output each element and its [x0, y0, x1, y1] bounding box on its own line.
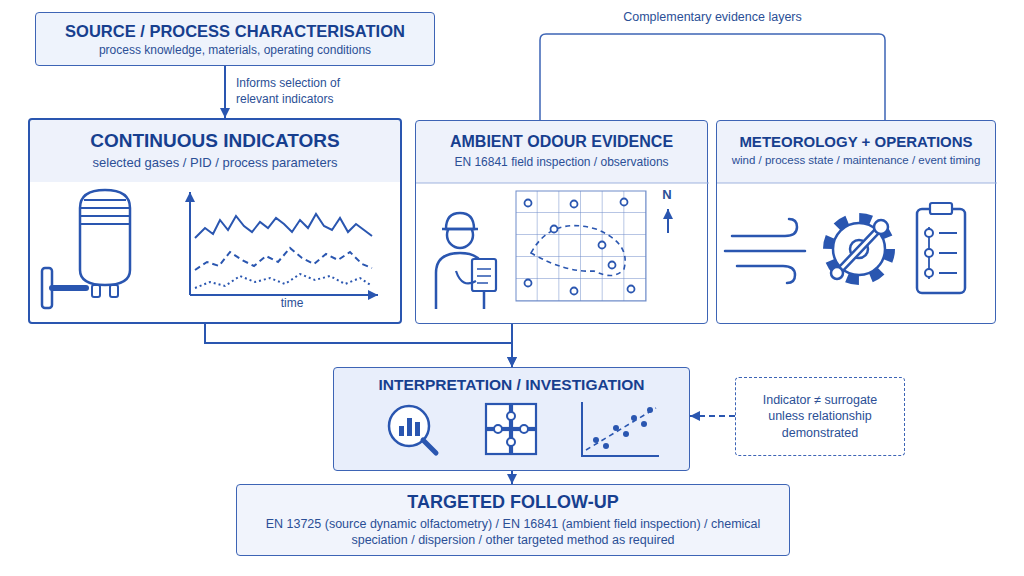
box-subtitle: EN 16841 field inspection / observations — [454, 155, 668, 169]
box-title: METEOROLOGY + OPERATIONS — [739, 133, 972, 150]
evidence-panel: AMBIENT ODOUR EVIDENCE EN 16841 field ins… — [415, 120, 708, 324]
meteorology-illustration — [717, 121, 997, 319]
axis-label: time — [262, 296, 322, 310]
flow-arrow — [224, 66, 226, 118]
process-box: INTERPRETATION / INVESTIGATION — [333, 367, 690, 471]
box-title: INTERPRETATION / INVESTIGATION — [378, 376, 644, 394]
box-title: AMBIENT ODOUR EVIDENCE — [450, 133, 673, 151]
box-subtitle: process knowledge, materials, operating … — [99, 43, 371, 57]
box-subtitle: wind / process state / maintenance / eve… — [732, 154, 981, 166]
box-title: TARGETED FOLLOW-UP — [407, 492, 618, 513]
process-box: TARGETED FOLLOW-UP EN 13725 (source dynam… — [236, 484, 790, 556]
odour-illustration — [416, 121, 709, 319]
flow-arrow — [205, 324, 512, 367]
box-subtitle: selected gases / PID / process parameter… — [93, 155, 338, 170]
indicator-panel: CONTINUOUS INDICATORS selected gases / PI… — [28, 118, 402, 324]
compass-letter: N — [657, 187, 677, 202]
edge-label: Informs selection of relevant indicators — [236, 76, 376, 107]
flow-arrow — [690, 415, 735, 417]
box-title: SOURCE / PROCESS CHARACTERISATION — [65, 22, 405, 41]
box-body: EN 13725 (source dynamic olfactometry) /… — [251, 516, 775, 549]
box-title: CONTINUOUS INDICATORS — [90, 130, 339, 152]
evidence-panel: METEOROLOGY + OPERATIONS wind / process s… — [716, 120, 996, 324]
note-box: Indicator ≠ surrogate unless relationshi… — [735, 377, 905, 456]
note-text: Indicator ≠ surrogate unless relationshi… — [746, 392, 894, 441]
process-box: SOURCE / PROCESS CHARACTERISATION process… — [35, 12, 435, 66]
flow-arrow — [511, 324, 513, 367]
flow-arrow — [511, 471, 513, 484]
group-label: Complementary evidence layers — [540, 10, 885, 24]
evidence-bracket — [540, 34, 885, 120]
